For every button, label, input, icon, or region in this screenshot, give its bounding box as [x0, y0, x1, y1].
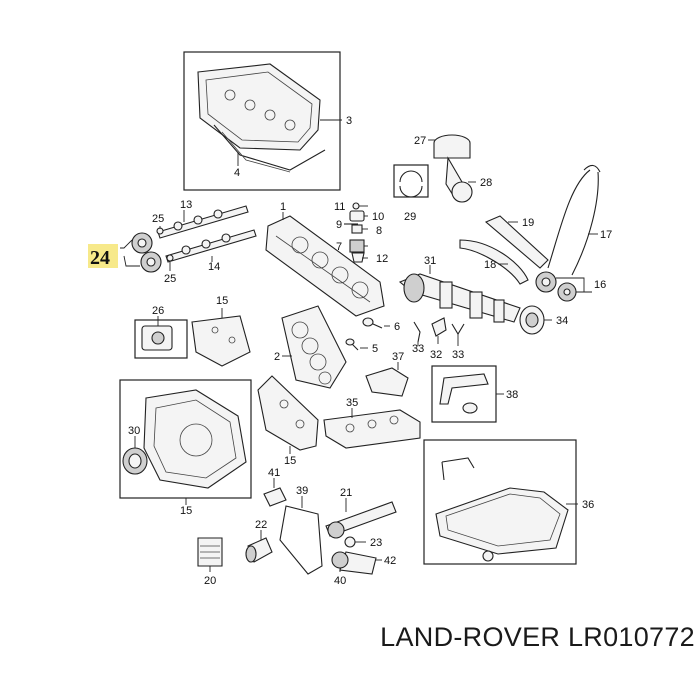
side-cover-part — [257, 375, 319, 451]
label-7: 7 — [336, 241, 342, 253]
crank-seal-part — [122, 447, 148, 475]
label-30: 30 — [128, 425, 140, 437]
idler-bracket-part — [263, 487, 287, 507]
label-25-upper: 25 — [152, 213, 164, 225]
label-13: 13 — [180, 199, 192, 211]
camshaft-part — [157, 205, 257, 263]
aux-shaft-part — [325, 501, 397, 575]
valve-cover-part — [197, 63, 326, 173]
valve-part — [345, 317, 383, 351]
label-6: 6 — [394, 321, 400, 333]
chain-tensioner-arm-part — [365, 367, 409, 397]
label-19: 19 — [522, 217, 534, 229]
label-28: 28 — [480, 177, 492, 189]
head-gasket-part — [281, 305, 347, 389]
timing-cover-lower-part — [143, 389, 247, 489]
tensioner-part — [413, 317, 465, 343]
label-16: 16 — [594, 279, 606, 291]
timing-cover-box — [119, 379, 252, 499]
crank-pulley-part — [519, 305, 545, 335]
oil-pickup-part — [439, 373, 489, 414]
label-31: 31 — [424, 255, 436, 267]
crank-sprocket-part — [535, 271, 577, 302]
chain-guide-part — [459, 215, 549, 285]
label-1: 1 — [280, 201, 286, 213]
label-12: 12 — [376, 253, 388, 265]
label-17: 17 — [600, 229, 612, 241]
label-5: 5 — [372, 343, 378, 355]
label-2: 2 — [274, 351, 280, 363]
label-11: 11 — [334, 201, 345, 213]
label-14: 14 — [208, 261, 220, 273]
label-22: 22 — [255, 519, 267, 531]
vvt-sprocket-part — [131, 227, 174, 273]
oil-filter-part — [197, 537, 223, 567]
timing-chain-part — [547, 164, 601, 276]
label-15-upper: 15 — [216, 295, 228, 307]
label-37: 37 — [392, 351, 404, 363]
oil-pan-box — [423, 439, 577, 565]
label-34: 34 — [556, 315, 568, 327]
crankshaft-part — [398, 273, 521, 323]
valve-cover-box — [183, 51, 341, 191]
label-33-left: 33 — [412, 343, 424, 355]
label-23: 23 — [370, 537, 382, 549]
drive-belt-part — [279, 505, 323, 575]
label-41: 41 — [268, 467, 280, 479]
oil-pan-part — [435, 457, 569, 562]
label-39: 39 — [296, 485, 308, 497]
label-27: 27 — [414, 135, 426, 147]
idler-pulley-part — [245, 537, 273, 563]
label-20: 20 — [204, 575, 216, 587]
label-10: 10 — [372, 211, 384, 223]
label-29: 29 — [404, 211, 416, 223]
label-3: 3 — [346, 115, 352, 127]
label-38: 38 — [506, 389, 518, 401]
label-18: 18 — [484, 259, 496, 271]
label-40: 40 — [334, 575, 346, 587]
label-25-lower: 25 — [164, 273, 176, 285]
label-33-right: 33 — [452, 349, 464, 361]
oil-pump-part — [141, 325, 173, 351]
valve-parts — [344, 202, 365, 263]
cylinder-head-part — [265, 215, 385, 317]
label-15-lower: 15 — [180, 505, 192, 517]
label-35: 35 — [346, 397, 358, 409]
label-21: 21 — [340, 487, 352, 499]
bearing-shell-part — [393, 164, 429, 198]
oil-pan-upper-part — [323, 409, 421, 449]
label-9: 9 — [336, 219, 342, 231]
label-36: 36 — [582, 499, 594, 511]
label-26: 26 — [152, 305, 164, 317]
oil-pump-box — [134, 319, 188, 359]
label-15-middle: 15 — [284, 455, 296, 467]
label-8: 8 — [376, 225, 382, 237]
label-4: 4 — [234, 167, 240, 179]
highlight-part-number: 24 — [90, 247, 110, 269]
timing-cover-upper-part — [191, 315, 251, 367]
label-32: 32 — [430, 349, 442, 361]
part-number-caption: LAND-ROVER LR010772 — [380, 622, 695, 652]
highlight-marker — [88, 244, 118, 268]
piston-part — [433, 134, 473, 203]
label-42: 42 — [384, 555, 396, 567]
